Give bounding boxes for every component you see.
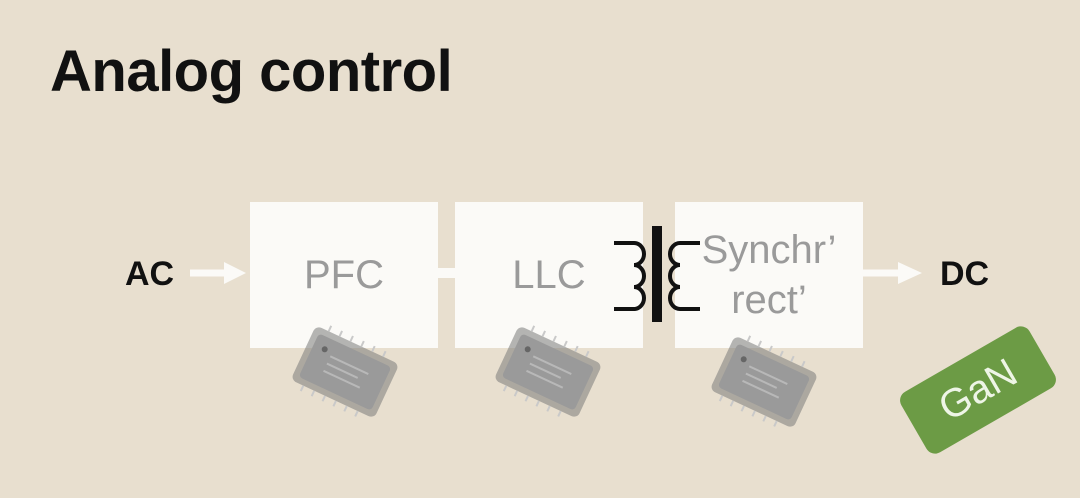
llc-block: LLC <box>455 202 643 348</box>
pfc-llc-connector <box>436 268 458 278</box>
output-label-dc: DC <box>940 255 990 293</box>
input-arrow <box>190 262 246 284</box>
output-arrow <box>862 262 922 284</box>
ic-chip-icon <box>495 325 601 417</box>
ic-chip-icon <box>292 325 398 417</box>
pfc-block: PFC <box>250 202 438 348</box>
sync-rect-label-line2: rect’ <box>731 278 807 322</box>
sync-rect-block: Synchr’ rect’ <box>675 202 863 348</box>
transformer-icon <box>614 226 700 322</box>
pfc-label: PFC <box>304 253 384 297</box>
sync-rect-label-line1: Synchr’ <box>701 228 837 272</box>
page-title: Analog control <box>50 39 453 104</box>
ic-chip-icon <box>711 335 817 427</box>
input-label-ac: AC <box>125 255 175 293</box>
llc-label: LLC <box>512 253 586 297</box>
